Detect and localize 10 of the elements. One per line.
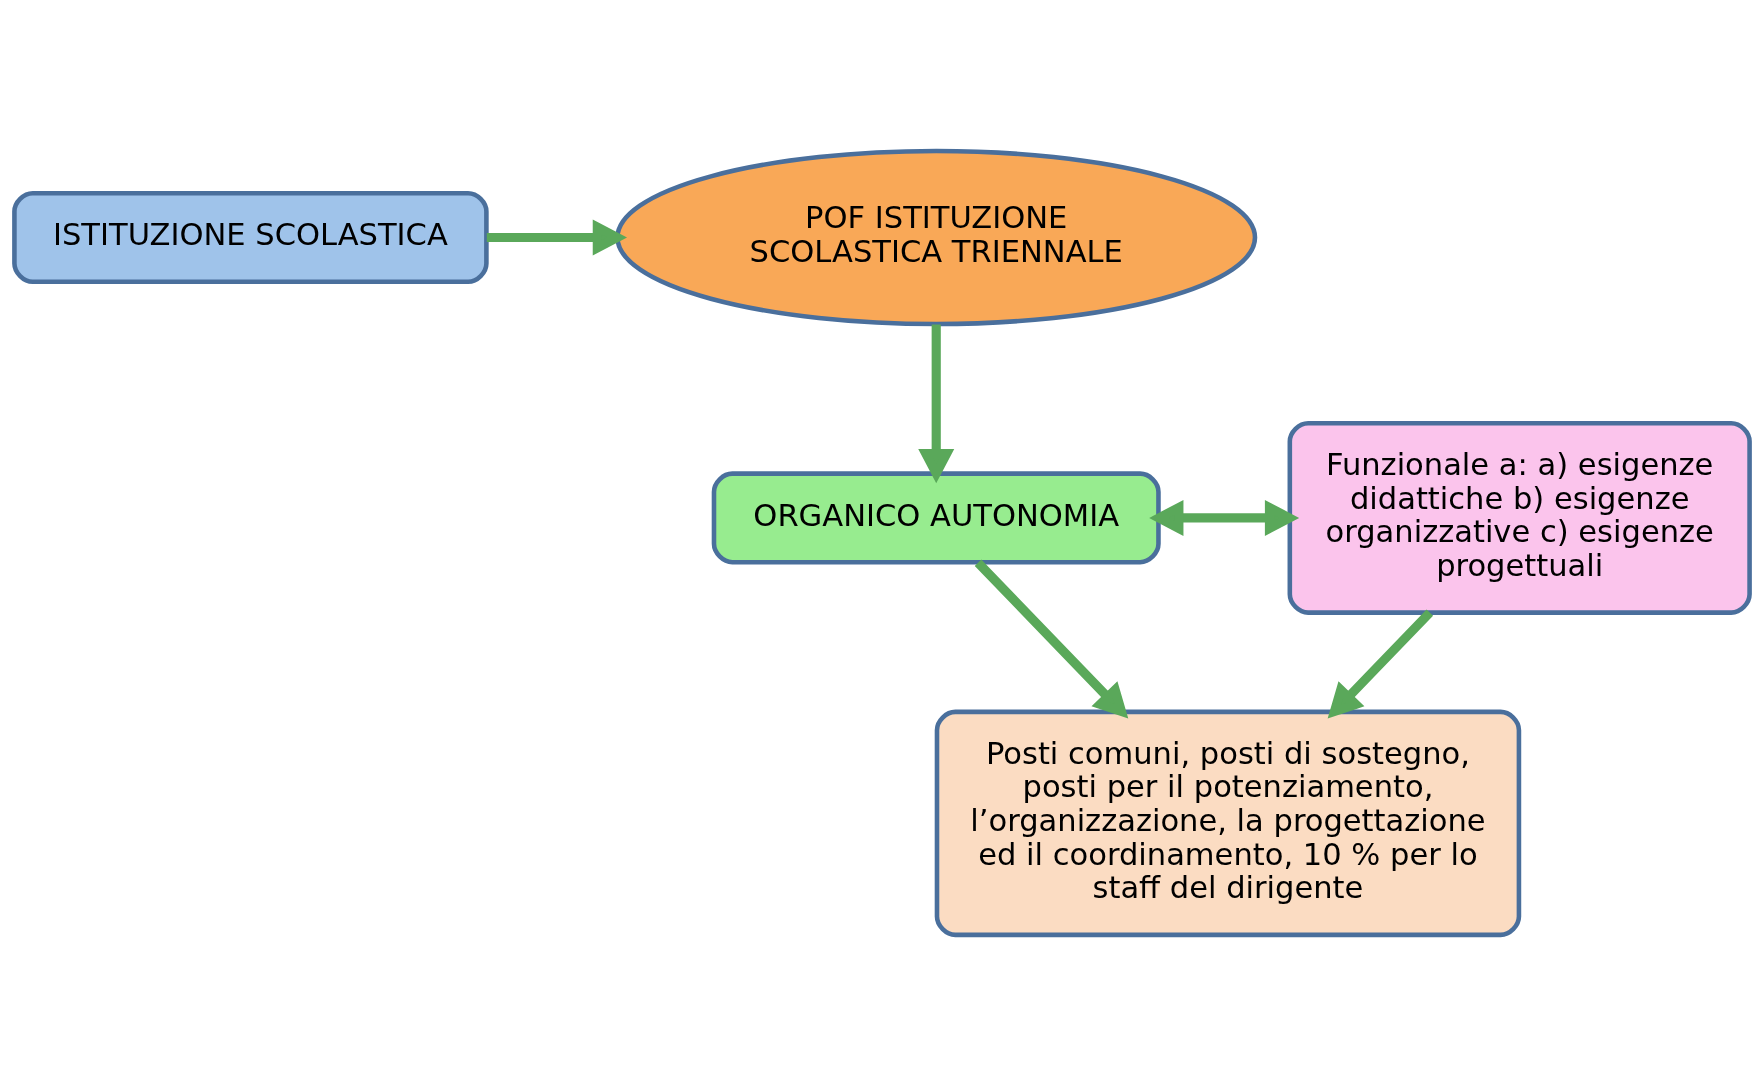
node-box: Funzionale a: a) esigenze didattiche b) esigenze organizzative c) esigenze progettuali bbox=[1287, 420, 1752, 615]
node-box: ISTITUZIONE SCOLASTICA bbox=[12, 190, 489, 285]
arrow bbox=[1149, 499, 1300, 536]
arrow bbox=[486, 219, 628, 256]
node-box: Posti comuni, posti di sostegno, posti per il potenziamento, l’organizzazione, la progettazione ed il coordinamento, 10 % per lo staff del dirigente bbox=[934, 709, 1522, 938]
arrow bbox=[974, 559, 1129, 719]
arrow bbox=[918, 324, 955, 484]
arrow bbox=[1327, 609, 1434, 719]
node-box: ORGANICO AUTONOMIA bbox=[711, 471, 1161, 565]
node-ellipse: POF ISTITUZIONE SCOLASTICA TRIENNALE bbox=[615, 148, 1258, 327]
